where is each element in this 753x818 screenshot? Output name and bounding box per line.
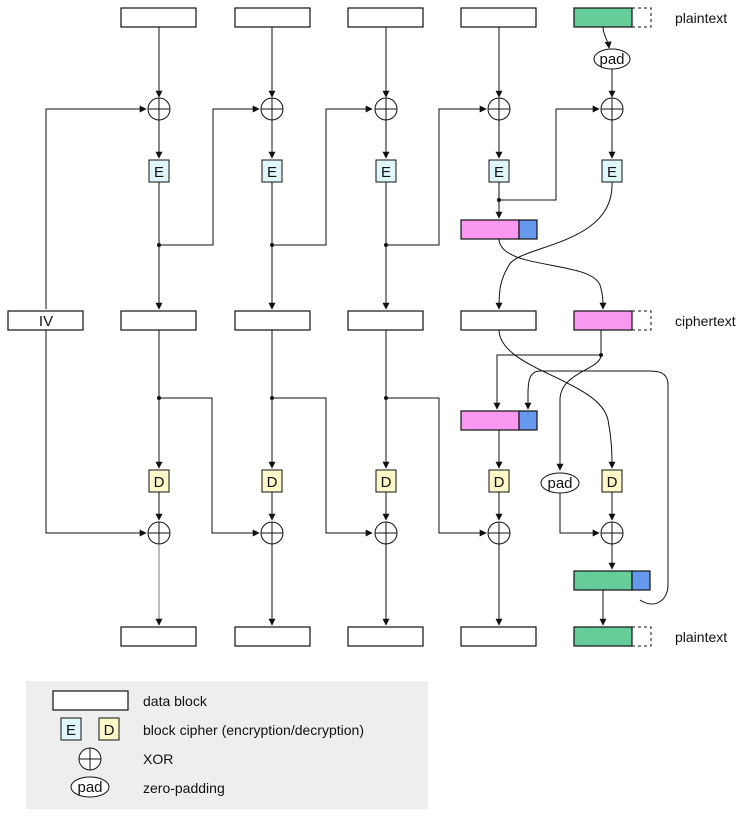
svg-text:D: D [154,474,165,491]
xor-icon [147,97,171,121]
xor-icon [374,97,398,121]
decrypt-box: D [261,469,283,493]
ciphertext-block-2 [234,310,311,331]
legend-xor-icon [78,747,102,771]
decrypt-box: D [601,469,623,493]
plaintext-block-2 [234,7,311,28]
legend-xor-label: XOR [143,751,173,767]
legend-data-block-label: data block [143,693,208,709]
svg-text:pad: pad [599,51,624,68]
xor-icon [260,521,284,545]
output-plaintext-block-4 [460,626,537,647]
svg-text:D: D [267,474,278,491]
svg-text:D: D [607,474,618,491]
decrypt-box: D [375,469,397,493]
plaintext-block-1 [120,7,197,28]
svg-text:pad: pad [77,779,102,796]
ciphertext-label: ciphertext [675,313,736,329]
svg-text:E: E [381,164,391,181]
ciphertext-partial-block [573,310,652,331]
svg-text:E: E [154,164,164,181]
svg-text:E: E [607,164,617,181]
encrypt-box: E [375,159,397,183]
svg-text:pad: pad [547,475,572,492]
decrypt-box: D [148,469,170,493]
xor-icon [487,97,511,121]
plaintext-label-bottom: plaintext [675,629,727,645]
ciphertext-penultimate-enc [460,219,538,240]
encrypt-box: E [261,159,283,183]
legend-decrypt-sample: D [98,717,120,741]
decrypt-box: D [488,469,510,493]
legend-encrypt-sample: E [60,717,82,741]
xor-icon [600,521,624,545]
encrypt-box: E [601,159,623,183]
pad-ellipse-decrypt: pad [540,472,580,494]
plaintext-partial-block [573,7,652,28]
xor-icon [260,97,284,121]
plaintext-block-3 [347,7,424,28]
svg-text:E: E [66,722,76,739]
ciphertext-block-3 [347,310,424,331]
ciphertext-block-1 [120,310,197,331]
output-plaintext-partial-block [573,626,652,647]
plaintext-block-4 [460,7,537,28]
legend-block-cipher-label: block cipher (encryption/decryption) [143,722,364,738]
svg-text:D: D [381,474,392,491]
xor-icon [487,521,511,545]
output-plaintext-block-1 [120,626,197,647]
xor-icon [600,97,624,121]
ciphertext-penultimate-dec [460,410,538,431]
xor-icon [147,521,171,545]
legend: data block E D block cipher (encryption/… [26,681,428,809]
output-plaintext-block-2 [234,626,311,647]
xor-icon [374,521,398,545]
legend-pad-sample: pad [70,776,110,798]
svg-text:E: E [494,164,504,181]
plaintext-label-top: plaintext [675,10,727,26]
svg-text:IV: IV [39,313,53,330]
svg-text:E: E [267,164,277,181]
legend-zero-padding-label: zero-padding [143,780,225,796]
ciphertext-block-4 [460,310,537,331]
iv-block: IV [7,310,84,331]
svg-text:D: D [494,474,505,491]
reconstructed-block [573,570,651,591]
output-plaintext-block-3 [347,626,424,647]
encrypt-box: E [488,159,510,183]
pad-ellipse-encrypt: pad [593,48,631,70]
encrypt-box: E [148,159,170,183]
legend-data-block-sample [52,690,129,711]
svg-text:D: D [104,722,115,739]
